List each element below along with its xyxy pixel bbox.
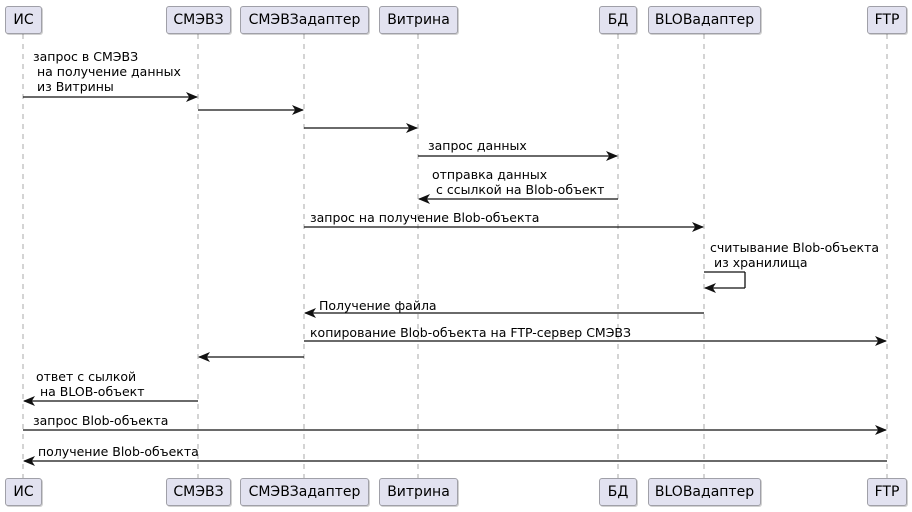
participant-label: БД [607,484,629,500]
participant-label: СМЭВЗ [173,12,224,28]
participant-bd-footer[interactable]: БД [599,478,637,506]
participant-is-footer[interactable]: ИС [5,478,42,506]
message-label-m11: ответ с сылкой [36,369,137,384]
message-label-m7: считывание Blob-объекта [710,240,880,255]
participant-bd-header[interactable]: БД [599,6,637,34]
participant-ftp-header[interactable]: FTP [867,6,907,34]
participant-label: ИС [13,12,34,28]
participant-label: БД [607,12,629,28]
message-label-m5: с ссылкой на Blob-объект [432,182,605,197]
message-label-m5: отправка данных [432,167,548,182]
participant-label: ИС [13,484,34,500]
participant-label: FTP [874,484,900,500]
participant-label: СМЭВЗадаптер [248,484,361,500]
message-label-m1: из Витрины [33,79,114,94]
participant-label: BLOBадаптер [654,12,755,28]
participant-label: СМЭВЗ [173,484,224,500]
participant-adapter-footer[interactable]: СМЭВЗадаптер [240,478,369,506]
arrows-group [23,92,887,466]
participant-smev3-footer[interactable]: СМЭВЗ [166,478,231,506]
message-label-m4: запрос данных [428,138,527,153]
participant-label: Витрина [387,484,450,500]
participant-label: Витрина [387,12,450,28]
lifelines-group [22,34,888,478]
participant-label: СМЭВЗадаптер [248,12,361,28]
message-label-m9: копирование Blob-объекта на FTP-сервер С… [310,325,632,340]
message-label-m1: на получение данных [33,64,181,79]
message-label-m1: запрос в СМЭВЗ [33,49,139,64]
participant-smev3-header[interactable]: СМЭВЗ [166,6,231,34]
participant-vitrina-header[interactable]: Витрина [379,6,458,34]
message-label-m8: Получение файла [319,298,437,313]
message-label-m11: на BLOB-объект [36,384,145,399]
participant-label: BLOBадаптер [654,484,755,500]
participant-blob-header[interactable]: BLOBадаптер [648,6,761,34]
participant-adapter-header[interactable]: СМЭВЗадаптер [240,6,369,34]
message-label-m7: из хранилища [710,255,808,270]
message-label-m13: получение Blob-объекта [38,444,199,459]
participant-ftp-footer[interactable]: FTP [867,478,907,506]
message-label-m12: запрос Blob-объекта [33,413,169,428]
participant-is-header[interactable]: ИС [5,6,42,34]
participant-blob-footer[interactable]: BLOBадаптер [648,478,761,506]
participant-label: FTP [874,12,900,28]
message-label-m6: запрос на получение Blob-объекта [310,210,540,225]
participant-vitrina-footer[interactable]: Витрина [379,478,458,506]
